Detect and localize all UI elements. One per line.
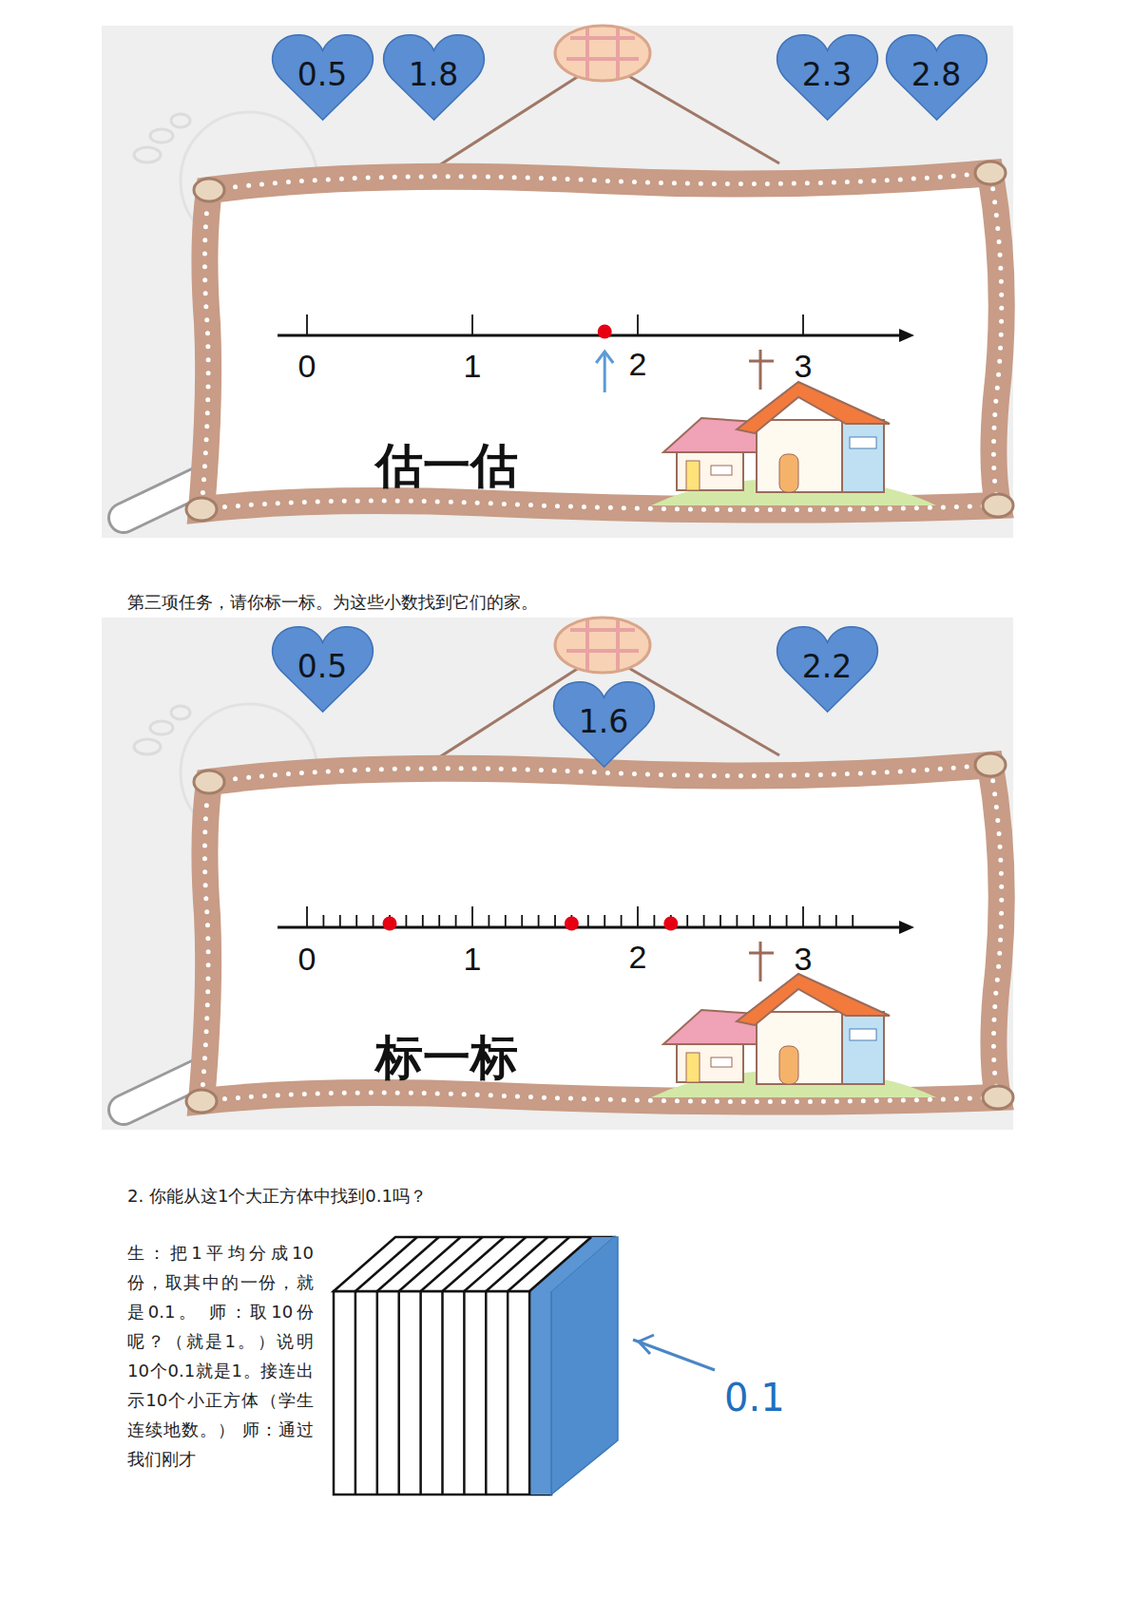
- axis-number: 0: [298, 940, 317, 979]
- frame-panel-2: [101, 617, 1014, 1131]
- axis-number: 1: [463, 347, 482, 385]
- houses: [651, 349, 937, 506]
- frame-title: 估一估: [375, 434, 519, 499]
- heart-number: 2.2: [776, 648, 879, 686]
- picture-frame: 估一估: [180, 152, 1017, 528]
- heart-badge: 0.5: [271, 31, 374, 123]
- axis-number: 3: [794, 347, 813, 385]
- axis-number: 1: [463, 940, 482, 979]
- slice-label: 0.1: [724, 1376, 786, 1420]
- frame-outline: [180, 744, 1017, 1120]
- number-line: [277, 906, 915, 935]
- heart-badge: 1.6: [553, 678, 655, 770]
- heart-badge: 2.8: [885, 31, 988, 123]
- picture-frame: 标一标: [180, 744, 1017, 1120]
- cube-figure: [333, 1237, 715, 1496]
- axis-number: 3: [794, 940, 813, 979]
- dialogue-paragraph: 生：把1平均分成10份，取其中的一份，就是0.1。 师：取10份呢？（就是1。）…: [127, 1238, 314, 1475]
- number-line: [277, 314, 915, 393]
- frame-outline: [180, 152, 1017, 528]
- task-note: 第三项任务，请你标一标。为这些小数找到它们的家。: [127, 591, 538, 614]
- heart-number: 2.8: [885, 56, 988, 94]
- axis-number: 2: [629, 345, 648, 384]
- heart-badge: 2.3: [776, 31, 879, 123]
- heart-number: 1.6: [553, 703, 655, 741]
- heart-badge: 0.5: [271, 623, 374, 715]
- heart-number: 1.8: [383, 56, 485, 94]
- heart-number: 2.3: [776, 56, 879, 94]
- heart-badge: 2.2: [776, 623, 879, 715]
- frame-panel-1: [101, 25, 1014, 538]
- heart-number: 0.5: [271, 56, 374, 94]
- axis-number: 2: [629, 939, 648, 977]
- frame-title: 标一标: [375, 1026, 519, 1091]
- heart-badge: 1.8: [383, 31, 485, 123]
- axis-number: 0: [298, 347, 317, 385]
- houses: [651, 941, 937, 1098]
- heart-number: 0.5: [271, 648, 374, 686]
- question-text: 2. 你能从这1个大正方体中找到0.1吗？: [127, 1185, 427, 1209]
